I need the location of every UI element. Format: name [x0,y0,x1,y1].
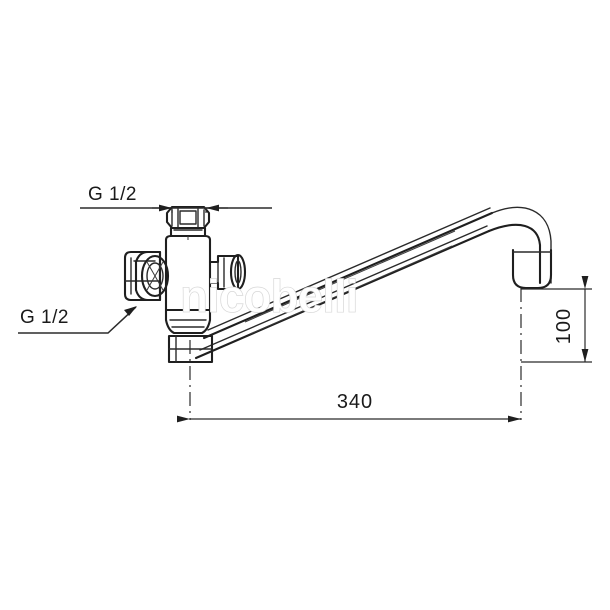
leader-line-left [18,306,137,334]
watermark-text: nicobelli [180,270,358,322]
label-thread-top-text: G 1/2 [88,184,137,205]
spout-arm [194,206,553,360]
right-fitting [208,253,247,291]
dimension-340: 340 [177,288,522,423]
dimension-100: 100 [521,276,592,363]
label-thread-top: G 1/2 [80,184,272,213]
leader-arrowhead-left [124,306,137,316]
left-knob [134,250,170,302]
dimension-label-100: 100 [553,308,575,344]
dimension-label-340: 340 [337,391,373,413]
label-thread-left-text: G 1/2 [20,307,69,328]
label-thread-left: G 1/2 [18,306,137,334]
valve-body [123,205,247,364]
watermark: nicobelli [180,270,359,323]
